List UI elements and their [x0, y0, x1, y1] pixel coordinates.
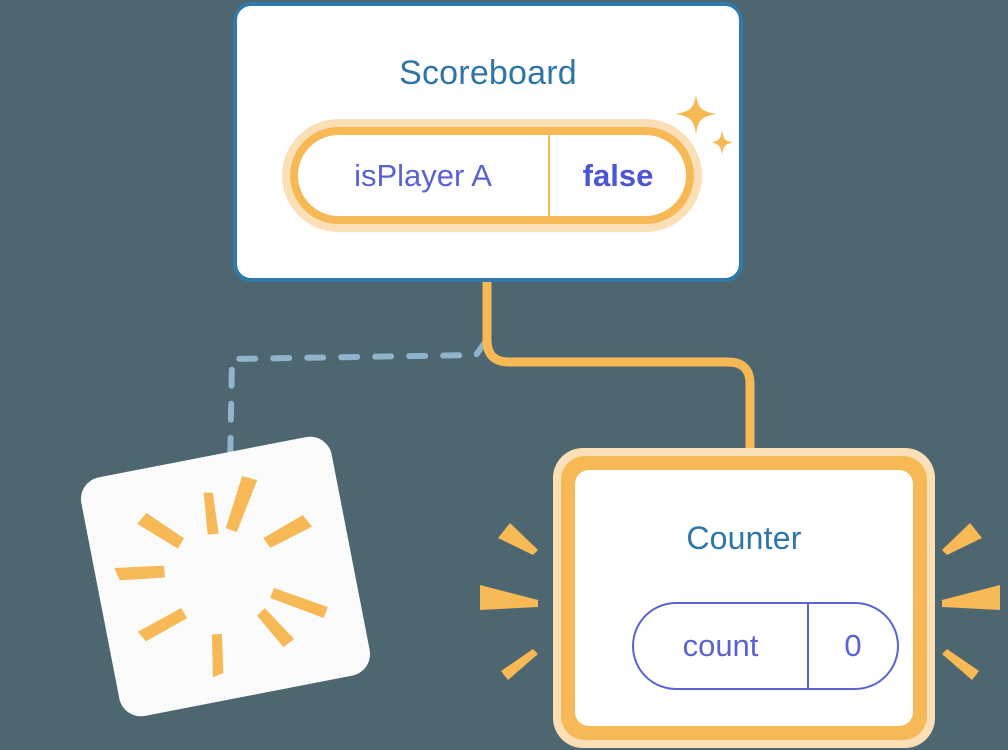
sparkle-icon-group [676, 94, 733, 155]
blank-card-burst-rays [114, 475, 328, 678]
burst-ray [203, 492, 219, 535]
burst-ray [257, 608, 295, 648]
burst-ray [942, 585, 1000, 610]
pill-value-label: 0 [844, 628, 862, 663]
burst-ray [501, 649, 538, 680]
burst-ray [137, 608, 188, 642]
burst-ray [942, 523, 982, 555]
burst-ray [269, 587, 328, 619]
burst-ray [942, 649, 979, 680]
counter-card-body: Counter count 0 [575, 470, 913, 726]
counter-burst-rays-right [942, 523, 1000, 680]
counter-card[interactable]: Counter count 0 [553, 448, 935, 748]
scoreboard-card[interactable]: Scoreboard isPlayer A false [233, 2, 743, 282]
sparkle-small-icon [711, 130, 733, 155]
burst-ray [480, 585, 538, 610]
counter-card-title: Counter [686, 520, 802, 556]
connector-scoreboard-to-counter [482, 282, 755, 455]
burst-ray [114, 565, 166, 581]
sparkle-large-icon [676, 94, 716, 135]
burst-ray [263, 515, 313, 548]
scoreboard-card-title: Scoreboard [399, 54, 577, 92]
burst-ray [137, 512, 184, 549]
burst-ray [225, 475, 258, 533]
burst-ray [498, 523, 538, 555]
burst-ray [211, 633, 224, 678]
scoreboard-state-pill[interactable]: isPlayer A false [282, 119, 702, 232]
counter-state-pill[interactable]: count 0 [632, 602, 899, 690]
pill-key-label: count [634, 604, 809, 688]
pill-key-label: isPlayer A [298, 135, 550, 216]
pill-body: isPlayer A false [298, 135, 686, 216]
counter-card-highlight-ring: Counter count 0 [561, 456, 927, 740]
blank-card[interactable] [77, 432, 374, 721]
pill-value-label: false [582, 157, 654, 193]
counter-burst-rays-left [480, 523, 538, 680]
